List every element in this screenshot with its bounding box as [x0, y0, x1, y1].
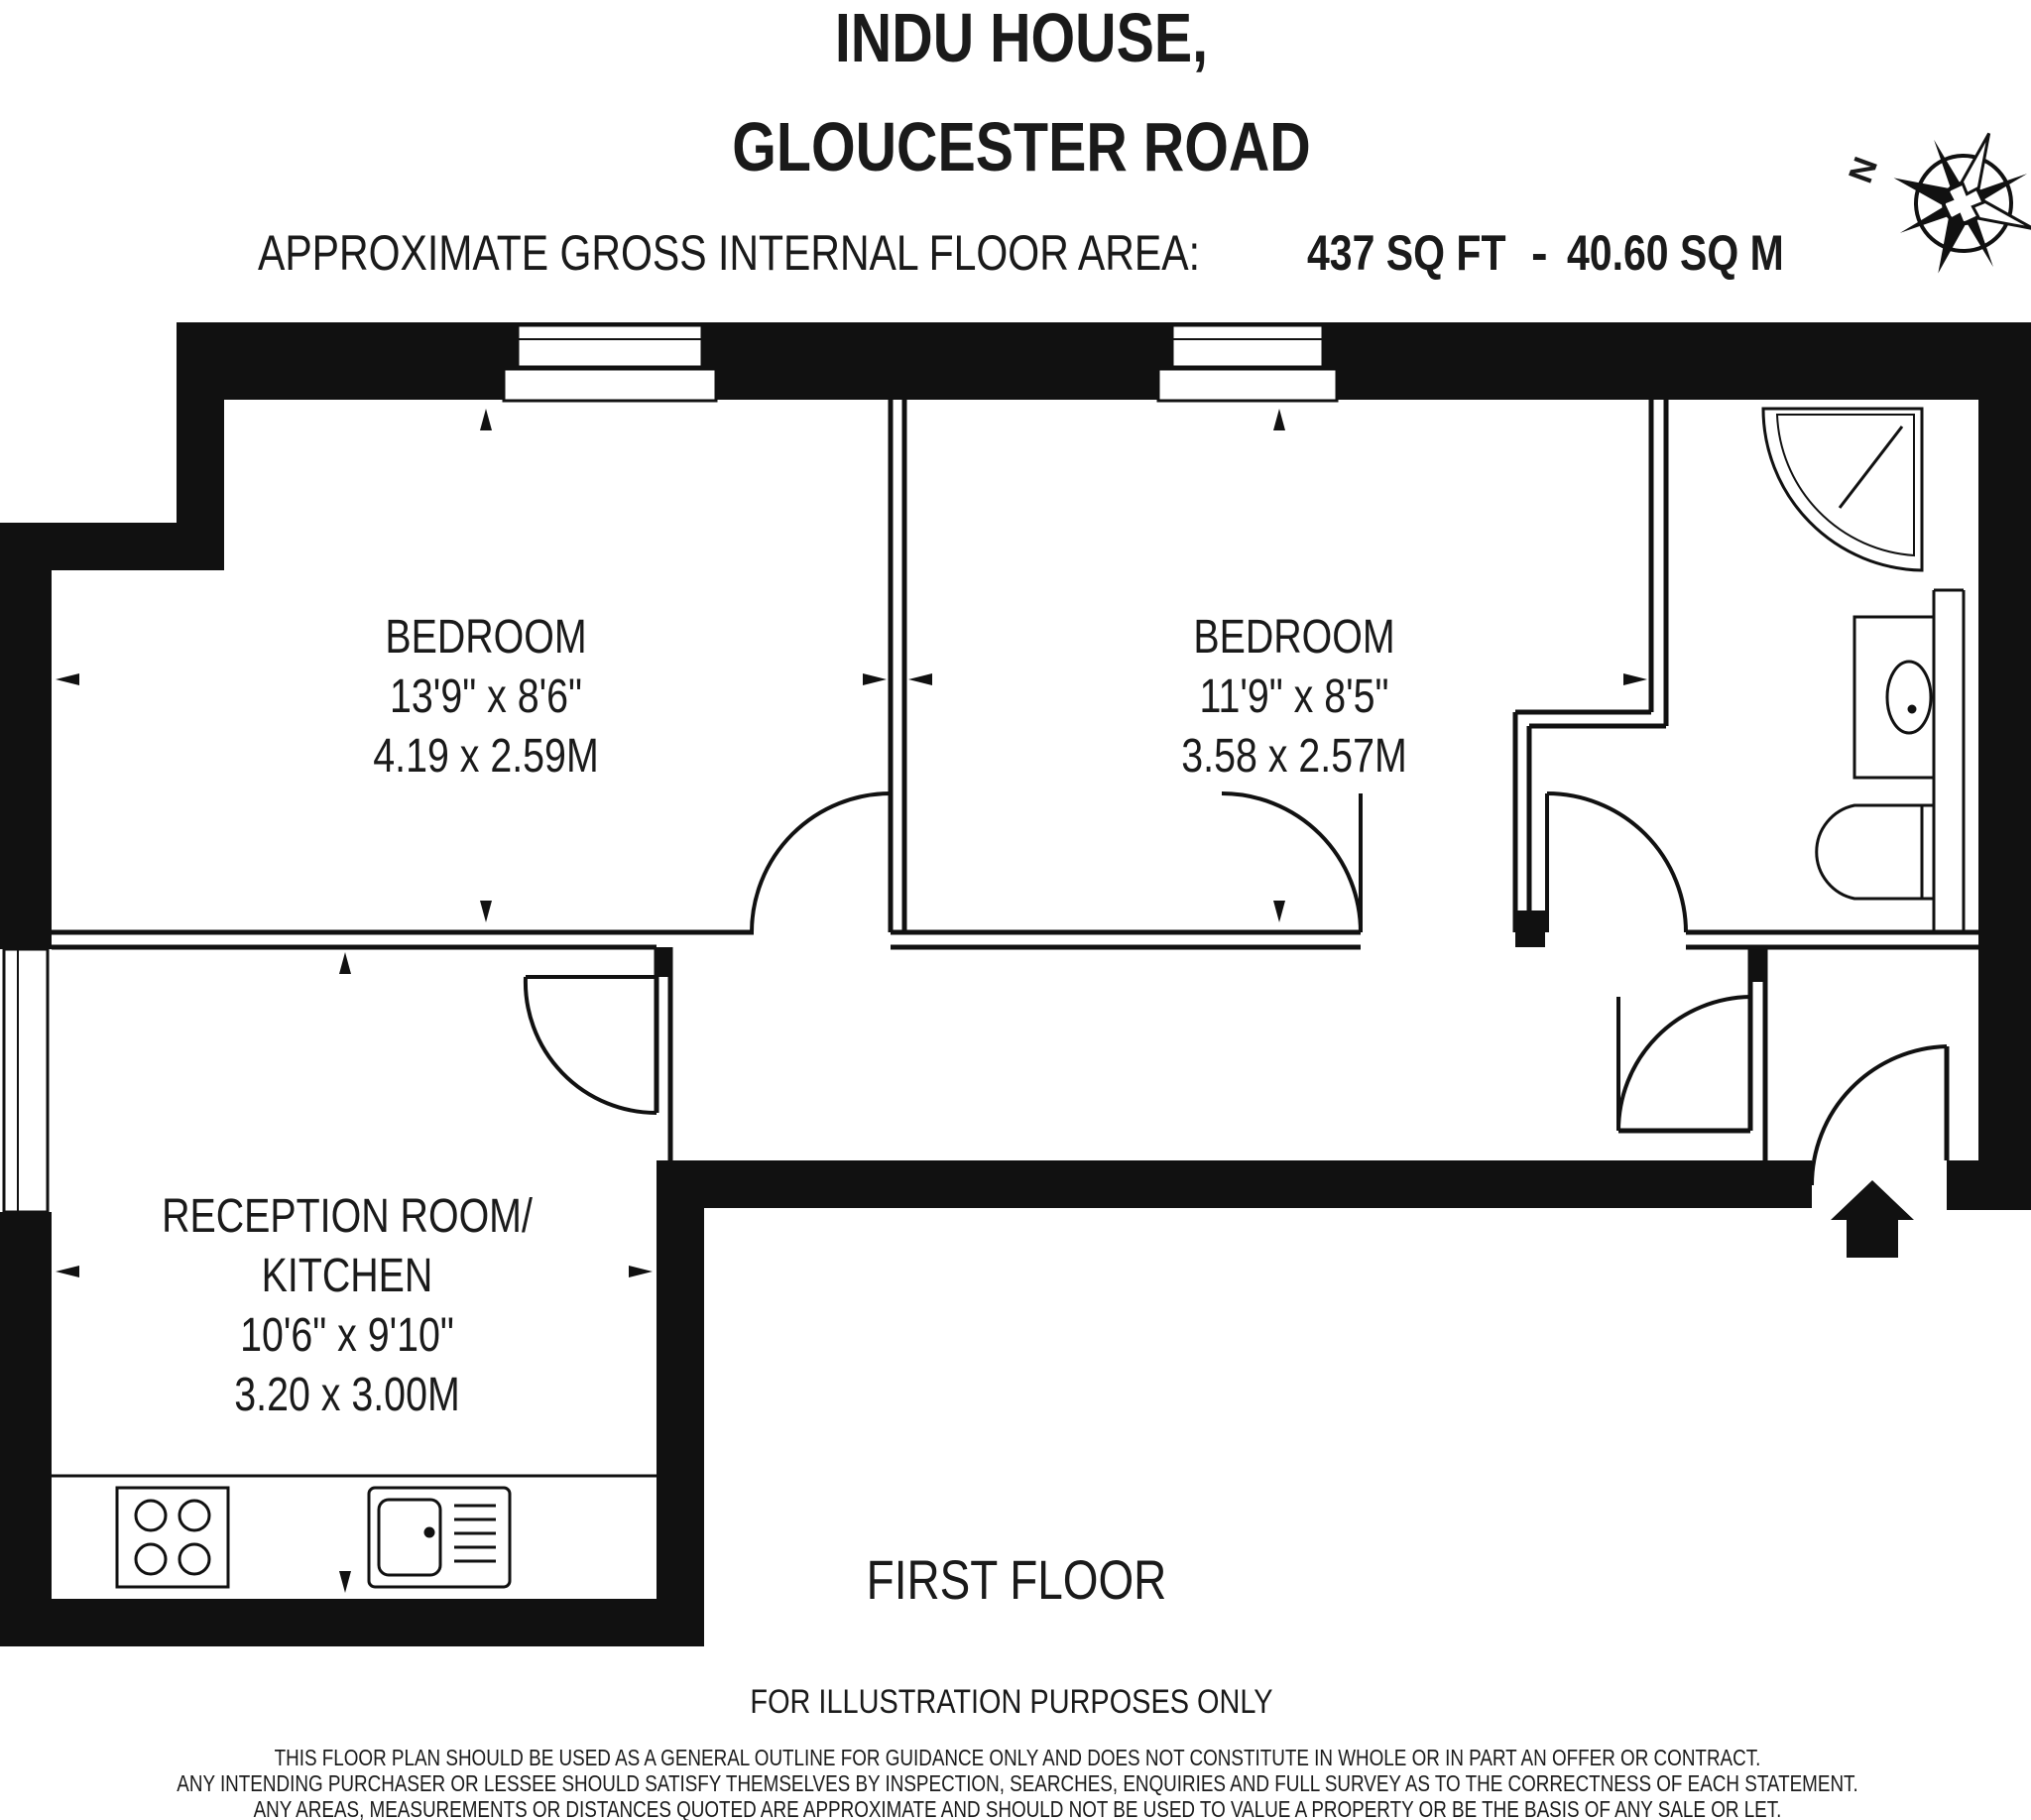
room-name: BEDROOM [385, 610, 586, 664]
title-line1: INDU HOUSE, [835, 0, 1208, 76]
room-reception: RECEPTION ROOM/ KITCHEN 10'6" x 9'10" 3.… [162, 1189, 534, 1421]
window-reception [2, 947, 50, 1214]
room-name-line2: KITCHEN [262, 1249, 433, 1302]
door-reception [523, 975, 657, 1115]
toilet-icon [1815, 588, 1966, 932]
door-entrance [1810, 1044, 1949, 1186]
room-metric: 4.19 x 2.59M [373, 729, 598, 783]
measure-arrow [480, 409, 492, 430]
measure-arrow [863, 673, 887, 685]
measure-arrow [480, 901, 492, 922]
disclaimer-line-1: THIS FLOOR PLAN SHOULD BE USED AS A GENE… [275, 1746, 1761, 1770]
room-name-line1: RECEPTION ROOM/ [162, 1189, 534, 1243]
sink-icon [367, 1486, 512, 1589]
basin-icon [1852, 615, 1936, 780]
window-bedroom1 [502, 323, 718, 403]
area-label: APPROXIMATE GROSS INTERNAL FLOOR AREA: [258, 225, 1200, 281]
hob-icon [115, 1486, 230, 1589]
area-separator: - [1531, 225, 1548, 281]
measure-arrow [1273, 901, 1285, 922]
door-bathroom [1545, 791, 1688, 933]
measure-arrow [339, 1571, 351, 1593]
title-line2: GLOUCESTER ROAD [732, 108, 1310, 186]
door-cupboard [1616, 995, 1751, 1132]
room-name: BEDROOM [1193, 610, 1394, 664]
measure-arrows [56, 409, 1647, 1593]
door-bedroom2 [1221, 791, 1363, 933]
room-bedroom1: BEDROOM 13'9" x 8'6" 4.19 x 2.59M [373, 610, 598, 783]
disclaimer-line-3: ANY AREAS, MEASUREMENTS OR DISTANCES QUO… [254, 1797, 1782, 1820]
room-bedroom2: BEDROOM 11'9" x 8'5" 3.58 x 2.57M [1181, 610, 1406, 783]
room-metric: 3.58 x 2.57M [1181, 729, 1406, 783]
measure-arrow [629, 1266, 653, 1277]
interior-walls [52, 400, 1978, 1160]
walls [0, 322, 2031, 1646]
measure-arrow [56, 1266, 79, 1277]
area-sqft: 437 SQ FT [1307, 225, 1506, 281]
illustration-note: FOR ILLUSTRATION PURPOSES ONLY [750, 1682, 1272, 1721]
area-sqm: 40.60 SQ M [1567, 225, 1784, 281]
room-metric: 3.20 x 3.00M [234, 1368, 459, 1421]
disclaimer-line-2: ANY INTENDING PURCHASER OR LESSEE SHOULD… [177, 1771, 1857, 1796]
measure-arrow [56, 673, 79, 685]
room-imperial: 13'9" x 8'6" [390, 669, 582, 723]
entrance-arrow-icon [1831, 1180, 1914, 1258]
measure-arrow [1273, 409, 1285, 430]
floor-label: FIRST FLOOR [867, 1549, 1167, 1611]
measure-arrow [908, 673, 932, 685]
shower-icon [1761, 407, 1924, 572]
room-imperial: 10'6" x 9'10" [240, 1308, 454, 1362]
wall-posts [657, 910, 1765, 982]
compass-north-letter: N [1842, 152, 1885, 187]
compass-rose-icon [1893, 132, 2031, 274]
window-bedroom2 [1156, 323, 1339, 403]
room-imperial: 11'9" x 8'5" [1200, 669, 1389, 723]
door-bedroom1 [750, 791, 893, 933]
measure-arrow [1623, 673, 1647, 685]
measure-arrow [339, 952, 351, 974]
